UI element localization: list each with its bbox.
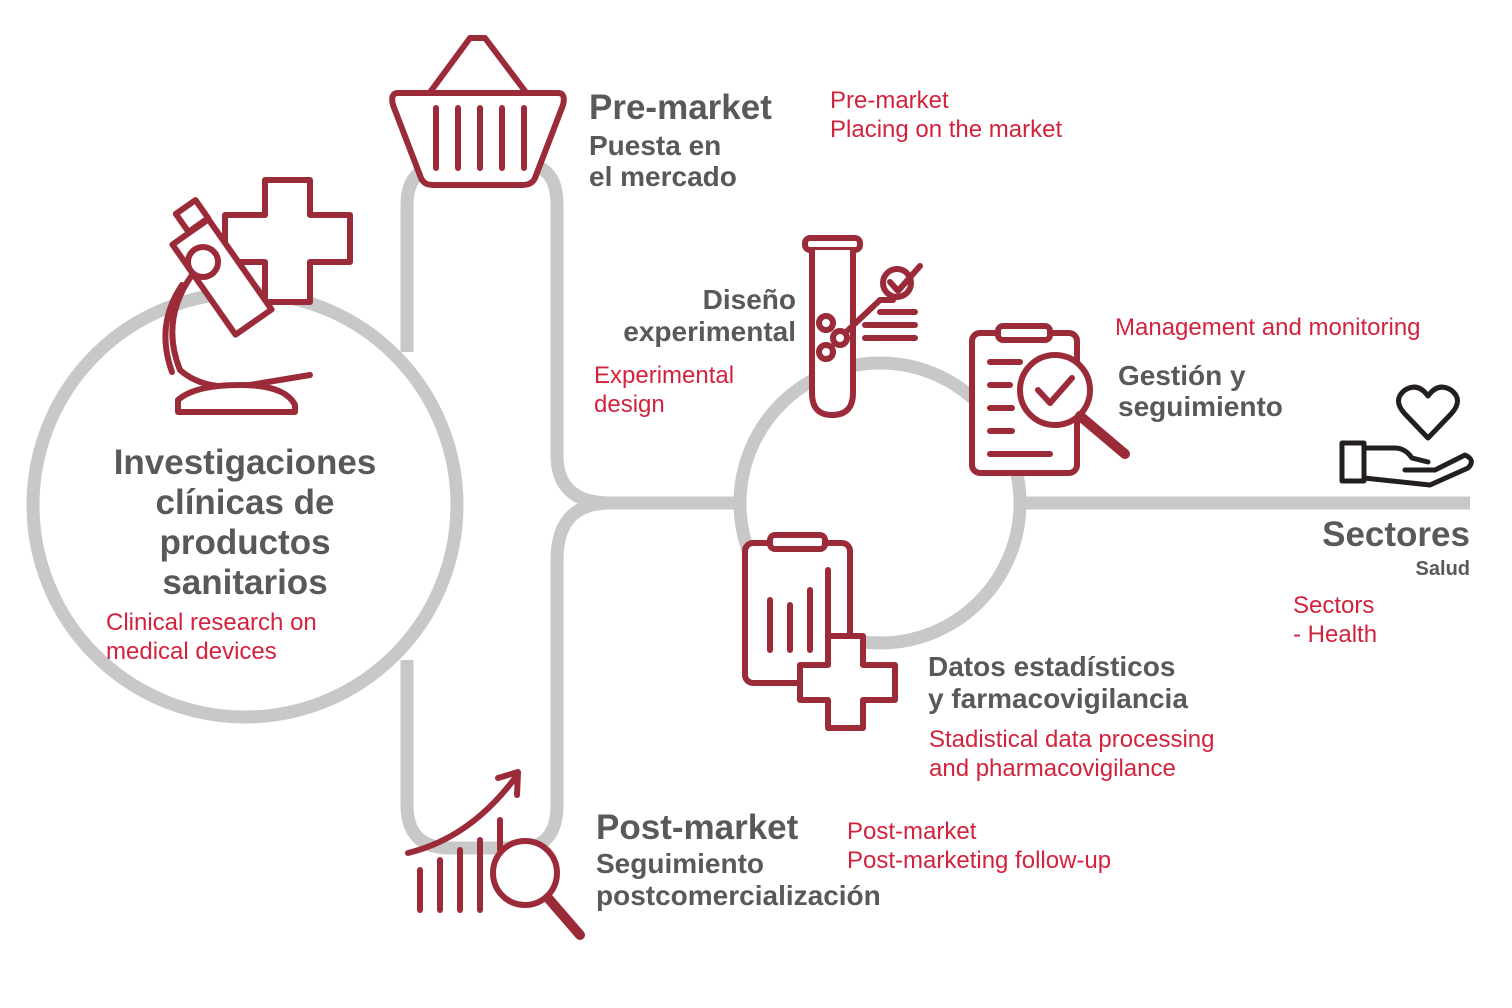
gestion-english: Management and monitoring — [1115, 314, 1421, 341]
diseno-english-line: design — [594, 391, 665, 418]
heart-hand-icon — [1339, 384, 1474, 488]
clipboard-check-icon — [969, 323, 1130, 476]
sectores-english: Sectors - Health — [1293, 591, 1377, 649]
premarket-subtitle-line: Puesta en — [589, 130, 722, 161]
postmarket-title: Post-market — [596, 808, 799, 847]
sectores-title: Sectores — [1322, 515, 1470, 554]
datos-english: Stadistical data processing and pharmaco… — [929, 725, 1215, 783]
center-title-line: clínicas de — [155, 483, 335, 522]
center-subtitle-line: medical devices — [106, 638, 277, 665]
datos-title: Datos estadísticos y farmacovigilancia — [928, 651, 1188, 715]
growth-search-icon — [405, 769, 585, 940]
postmarket-english-line: Post-market — [847, 818, 977, 845]
top-track — [400, 158, 740, 510]
diseno-title: Diseño experimental — [560, 284, 796, 348]
postmarket-subtitle: Seguimiento postcomercialización — [596, 848, 881, 912]
gestion-title: Gestión y seguimiento — [1118, 360, 1283, 422]
center-title: Investigaciones clínicas de productos sa… — [70, 443, 420, 603]
premarket-subtitle-line: el mercado — [589, 161, 737, 192]
cross-icon — [222, 177, 353, 305]
microscope-icon — [162, 177, 353, 415]
datos-english-line: Stadistical data processing — [929, 726, 1215, 753]
postmarket-subtitle-line: Seguimiento — [596, 848, 765, 879]
postmarket-english: Post-market Post-marketing follow-up — [847, 817, 1111, 875]
gestion-title-line: seguimiento — [1118, 391, 1283, 422]
diseno-english-line: Experimental — [594, 362, 735, 389]
center-subtitle: Clinical research on medical devices — [106, 608, 317, 666]
clipboard-chart-icon — [742, 532, 898, 731]
test-tube-icon — [802, 235, 923, 418]
center-title-line: sanitarios — [162, 563, 328, 602]
center-title-line: productos — [159, 523, 331, 562]
sectores-english-line: Sectors — [1293, 592, 1375, 619]
basket-icon — [389, 35, 567, 188]
datos-title-line: Datos estadísticos — [928, 651, 1176, 682]
premarket-english-line: Placing on the market — [830, 116, 1063, 143]
sectores-subtitle: Salud — [1415, 558, 1470, 580]
premarket-english: Pre-market Placing on the market — [830, 86, 1062, 144]
datos-title-line: y farmacovigilancia — [928, 683, 1188, 714]
datos-english-line: and pharmacovigilance — [929, 755, 1176, 782]
premarket-subtitle: Puesta en el mercado — [589, 130, 737, 192]
diseno-english: Experimental design — [594, 361, 734, 419]
postmarket-subtitle-line: postcomercialización — [596, 880, 881, 911]
bottom-track — [400, 496, 611, 855]
premarket-english-line: Pre-market — [830, 87, 949, 114]
diseno-title-line: Diseño — [702, 284, 796, 315]
premarket-title: Pre-market — [589, 88, 772, 127]
sectores-english-line: - Health — [1293, 621, 1378, 648]
postmarket-english-line: Post-marketing follow-up — [847, 847, 1112, 874]
center-title-line: Investigaciones — [113, 443, 377, 482]
diseno-title-line: experimental — [623, 316, 796, 347]
center-subtitle-line: Clinical research on — [106, 609, 317, 636]
gestion-title-line: Gestión y — [1118, 360, 1246, 391]
